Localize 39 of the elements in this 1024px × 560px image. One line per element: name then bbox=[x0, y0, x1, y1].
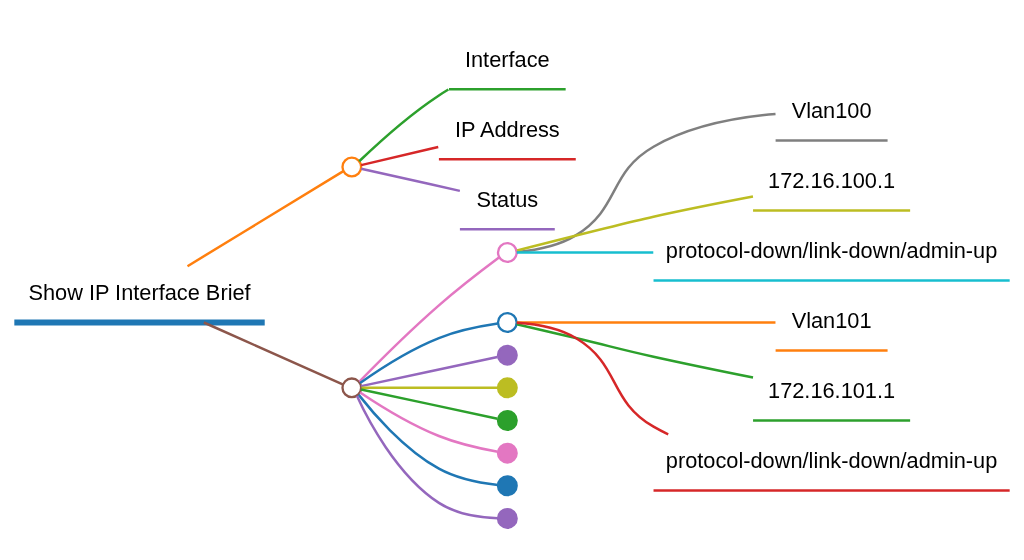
connector bbox=[361, 386, 498, 389]
connector bbox=[516, 321, 669, 435]
connector bbox=[359, 390, 498, 453]
node-circle bbox=[341, 155, 363, 177]
connector bbox=[360, 167, 461, 192]
node-circle bbox=[496, 344, 518, 366]
node-text: 172.16.100.1 bbox=[768, 167, 896, 193]
connector bbox=[360, 387, 498, 420]
node-circle bbox=[496, 507, 518, 529]
connector bbox=[360, 145, 439, 166]
node-circle bbox=[341, 376, 363, 398]
node-circle bbox=[496, 376, 518, 398]
node-text: protocol-down/link-down/admin-up bbox=[665, 447, 998, 473]
node-circle bbox=[496, 311, 518, 333]
node-text: 172.16.101.1 bbox=[768, 377, 896, 403]
connector bbox=[203, 320, 344, 386]
node-text: protocol-down/link-down/admin-up bbox=[665, 237, 998, 263]
connector bbox=[516, 250, 654, 254]
node-circle bbox=[496, 442, 518, 464]
node-text: Interface bbox=[464, 46, 550, 72]
connector bbox=[357, 393, 499, 486]
connector bbox=[358, 87, 450, 162]
connector bbox=[186, 169, 345, 267]
connector bbox=[355, 395, 498, 520]
node-text: Show IP Interface Brief bbox=[28, 279, 251, 305]
connector bbox=[516, 322, 754, 379]
node-text: IP Address bbox=[454, 116, 560, 142]
connector bbox=[360, 355, 498, 387]
node-text: Vlan100 bbox=[791, 97, 872, 123]
connector bbox=[516, 112, 776, 253]
node-text: Status bbox=[476, 186, 539, 212]
node-circle bbox=[496, 241, 518, 263]
connector bbox=[359, 321, 498, 384]
connector bbox=[516, 320, 776, 324]
connector bbox=[516, 194, 754, 252]
connector bbox=[358, 256, 500, 382]
node-circle bbox=[496, 474, 518, 496]
node-circle bbox=[496, 409, 518, 431]
node-text: Vlan101 bbox=[791, 307, 872, 333]
